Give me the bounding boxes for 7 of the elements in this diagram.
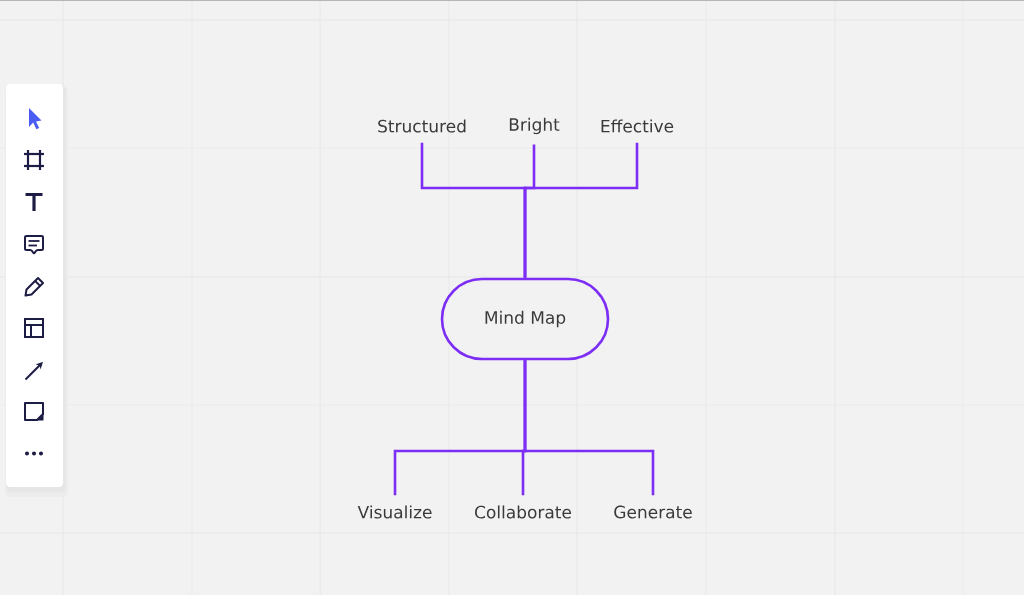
branch-label: Generate bbox=[614, 505, 692, 519]
topic-pill: Mind Map bbox=[440, 277, 610, 361]
branch-label: Structured bbox=[378, 119, 466, 133]
branch-label: Collaborate bbox=[475, 505, 572, 519]
branch-label: Bright bbox=[509, 117, 560, 135]
branch-label: Effective bbox=[601, 119, 674, 133]
branch-label: Visualize bbox=[357, 505, 432, 519]
